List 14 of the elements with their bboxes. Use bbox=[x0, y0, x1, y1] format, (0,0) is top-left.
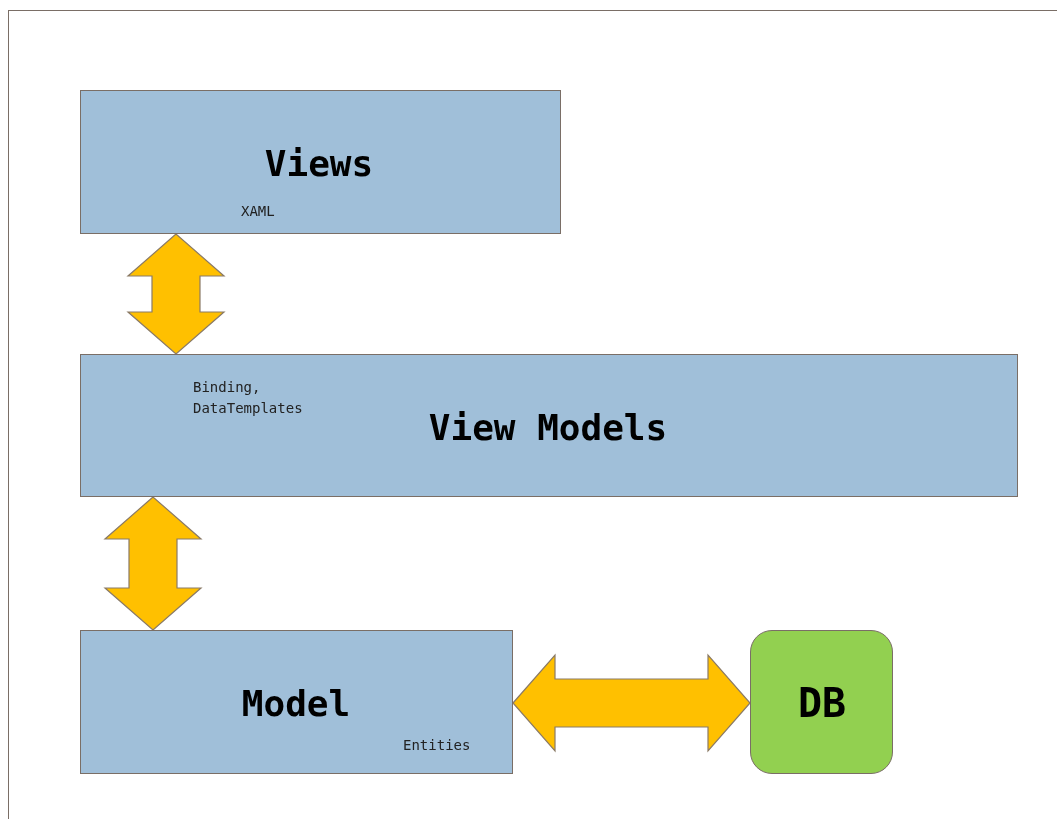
double-arrow bbox=[126, 233, 226, 355]
double-arrow bbox=[103, 496, 203, 631]
box-title: Model bbox=[241, 682, 351, 724]
layer-box bbox=[80, 630, 513, 774]
database-box bbox=[750, 630, 893, 774]
double-arrow bbox=[512, 653, 751, 753]
box-note: Binding, DataTemplates bbox=[193, 378, 304, 418]
box-title: DB bbox=[797, 680, 847, 726]
layer-box bbox=[80, 90, 561, 234]
box-note: XAML bbox=[241, 202, 276, 221]
box-note: Entities bbox=[403, 736, 472, 755]
box-title: Views bbox=[264, 142, 374, 184]
box-title: View Models bbox=[428, 406, 668, 448]
layer-box bbox=[80, 354, 1018, 497]
